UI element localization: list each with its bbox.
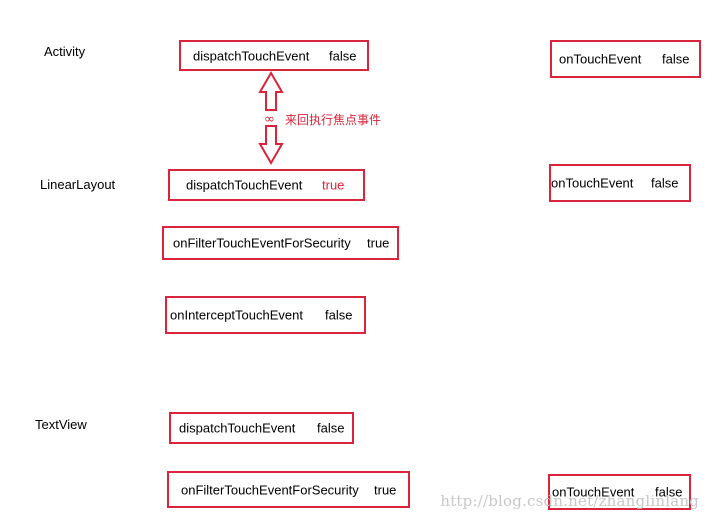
return-value: false xyxy=(651,175,679,191)
row-label-textview: TextView xyxy=(35,417,87,432)
method-name: onFilterTouchEventForSecurity xyxy=(181,482,359,497)
linearlayout-filter-touch-event-box: onFilterTouchEventForSecurity true xyxy=(162,226,399,260)
method-name: onFilterTouchEventForSecurity xyxy=(173,235,351,251)
linearlayout-on-touch-event-box: onTouchEvent false xyxy=(549,164,691,202)
bidirectional-arrow-icon xyxy=(258,71,284,165)
return-value: false xyxy=(317,420,345,436)
textview-dispatch-touch-event-box: dispatchTouchEvent false xyxy=(169,412,354,444)
textview-on-touch-event-box: onTouchEvent false xyxy=(548,474,691,510)
method-name: dispatchTouchEvent xyxy=(179,420,296,436)
method-name: onTouchEvent xyxy=(559,51,642,67)
method-name: onTouchEvent xyxy=(551,175,634,191)
method-name: onInterceptTouchEvent xyxy=(170,307,303,323)
infinity-icon: ∞ xyxy=(264,112,275,127)
return-value: true xyxy=(374,482,397,497)
activity-dispatch-touch-event-box: dispatchTouchEvent false xyxy=(179,40,369,71)
linearlayout-dispatch-touch-event-box: dispatchTouchEvent true xyxy=(168,169,365,201)
return-value: false xyxy=(329,48,357,63)
row-label-linearlayout: LinearLayout xyxy=(40,177,116,192)
return-value: true xyxy=(367,235,390,251)
watermark: http://blog.csdn.net/zhanglinlang xyxy=(440,492,699,510)
linearlayout-intercept-touch-event-box: onInterceptTouchEvent false xyxy=(165,296,366,334)
return-value: false xyxy=(662,51,690,67)
method-name: onTouchEvent xyxy=(552,484,635,500)
method-name: dispatchTouchEvent xyxy=(193,48,310,63)
method-name: dispatchTouchEvent xyxy=(186,177,303,193)
return-value: false xyxy=(325,307,353,323)
textview-filter-touch-event-box: onFilterTouchEventForSecurity true xyxy=(167,471,410,508)
return-value: false xyxy=(655,484,683,500)
activity-on-touch-event-box: onTouchEvent false xyxy=(550,40,701,78)
loop-annotation: 来回执行焦点事件 xyxy=(285,113,382,127)
row-label-activity: Activity xyxy=(44,44,86,59)
return-value: true xyxy=(322,177,345,193)
